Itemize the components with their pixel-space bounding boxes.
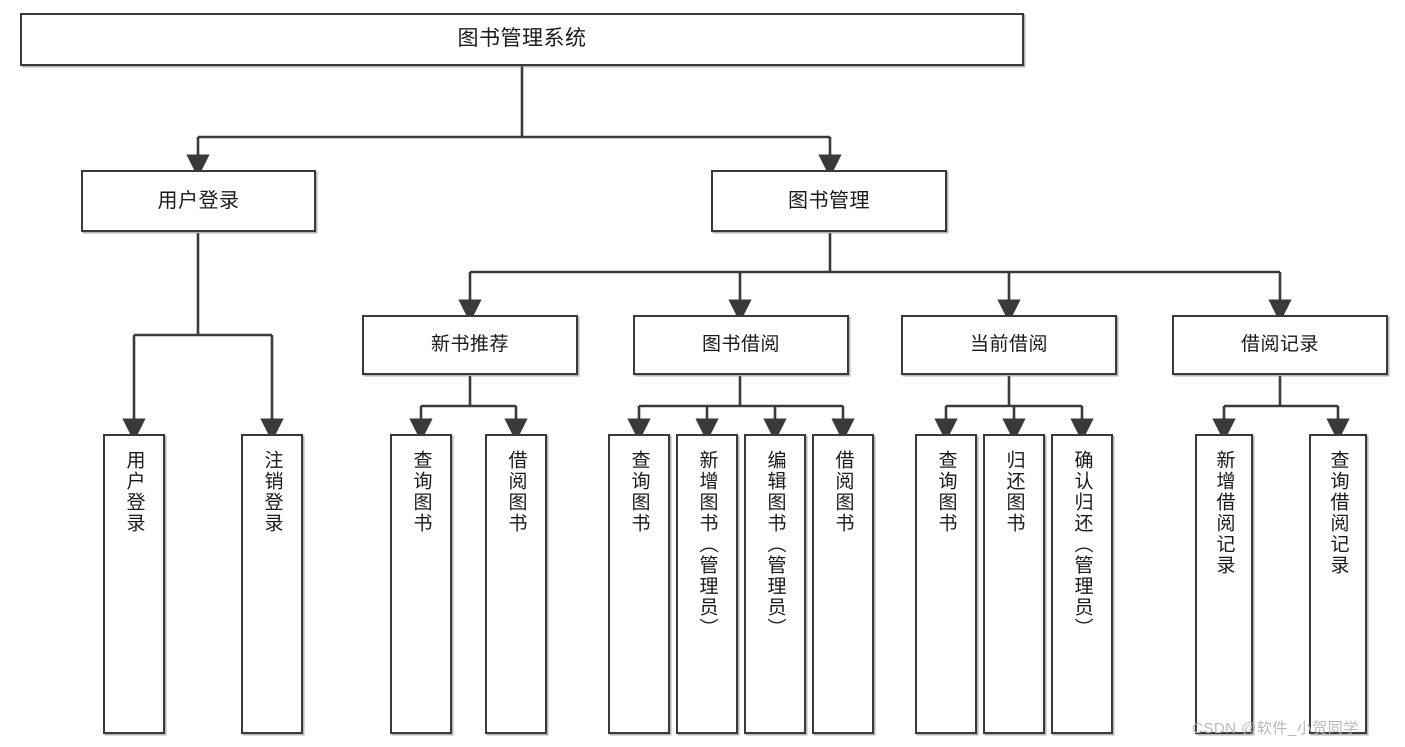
leaf-book-borrow-add[interactable]: 新增图书（管理员）	[676, 434, 738, 734]
node-label: 确认归还（管理员）	[1071, 450, 1093, 639]
node-book-management[interactable]: 图书管理	[711, 170, 947, 232]
leaf-current-borrow-query[interactable]: 查询图书	[915, 434, 977, 734]
leaf-book-borrow-edit[interactable]: 编辑图书（管理员）	[744, 434, 806, 734]
node-label: 新增借阅记录	[1213, 450, 1235, 576]
leaf-borrow-record-add[interactable]: 新增借阅记录	[1195, 434, 1253, 734]
leaf-user-login-login[interactable]: 用户登录	[103, 434, 165, 734]
node-label: 借阅图书	[505, 450, 527, 534]
node-label: 查询借阅记录	[1327, 450, 1349, 576]
node-label: 图书借阅	[701, 334, 780, 356]
node-user-login[interactable]: 用户登录	[81, 170, 316, 232]
node-label: 借阅记录	[1240, 334, 1319, 356]
node-label: 注销登录	[261, 450, 283, 534]
leaf-new-book-query[interactable]: 查询图书	[390, 434, 452, 734]
node-label: 用户登录	[157, 189, 240, 212]
node-label: 编辑图书（管理员）	[764, 450, 786, 639]
node-label: 归还图书	[1003, 450, 1025, 534]
node-root-system[interactable]: 图书管理系统	[20, 13, 1024, 66]
node-label: 查询图书	[628, 450, 650, 534]
node-label: 新书推荐	[430, 334, 509, 356]
leaf-borrow-record-query[interactable]: 查询借阅记录	[1309, 434, 1367, 734]
node-current-borrow[interactable]: 当前借阅	[901, 315, 1117, 375]
node-label: 借阅图书	[832, 450, 854, 534]
leaf-user-login-logout[interactable]: 注销登录	[241, 434, 303, 734]
node-label: 查询图书	[935, 450, 957, 534]
leaf-book-borrow-borrow[interactable]: 借阅图书	[812, 434, 874, 734]
node-book-borrow[interactable]: 图书借阅	[633, 315, 849, 375]
node-label: 图书管理系统	[457, 27, 587, 51]
leaf-book-borrow-query[interactable]: 查询图书	[608, 434, 670, 734]
node-label: 新增图书（管理员）	[696, 450, 718, 639]
leaf-new-book-borrow[interactable]: 借阅图书	[485, 434, 547, 734]
leaf-current-borrow-confirm-return[interactable]: 确认归还（管理员）	[1051, 434, 1113, 734]
node-new-book-recommend[interactable]: 新书推荐	[362, 315, 578, 375]
node-borrow-record[interactable]: 借阅记录	[1172, 315, 1388, 375]
leaf-current-borrow-return[interactable]: 归还图书	[983, 434, 1045, 734]
node-label: 图书管理	[788, 189, 870, 212]
node-label: 查询图书	[410, 450, 432, 534]
node-label: 用户登录	[123, 450, 145, 534]
csdn-watermark: CSDN @软件_小贺同学	[1192, 720, 1359, 737]
node-label: 当前借阅	[969, 334, 1048, 356]
